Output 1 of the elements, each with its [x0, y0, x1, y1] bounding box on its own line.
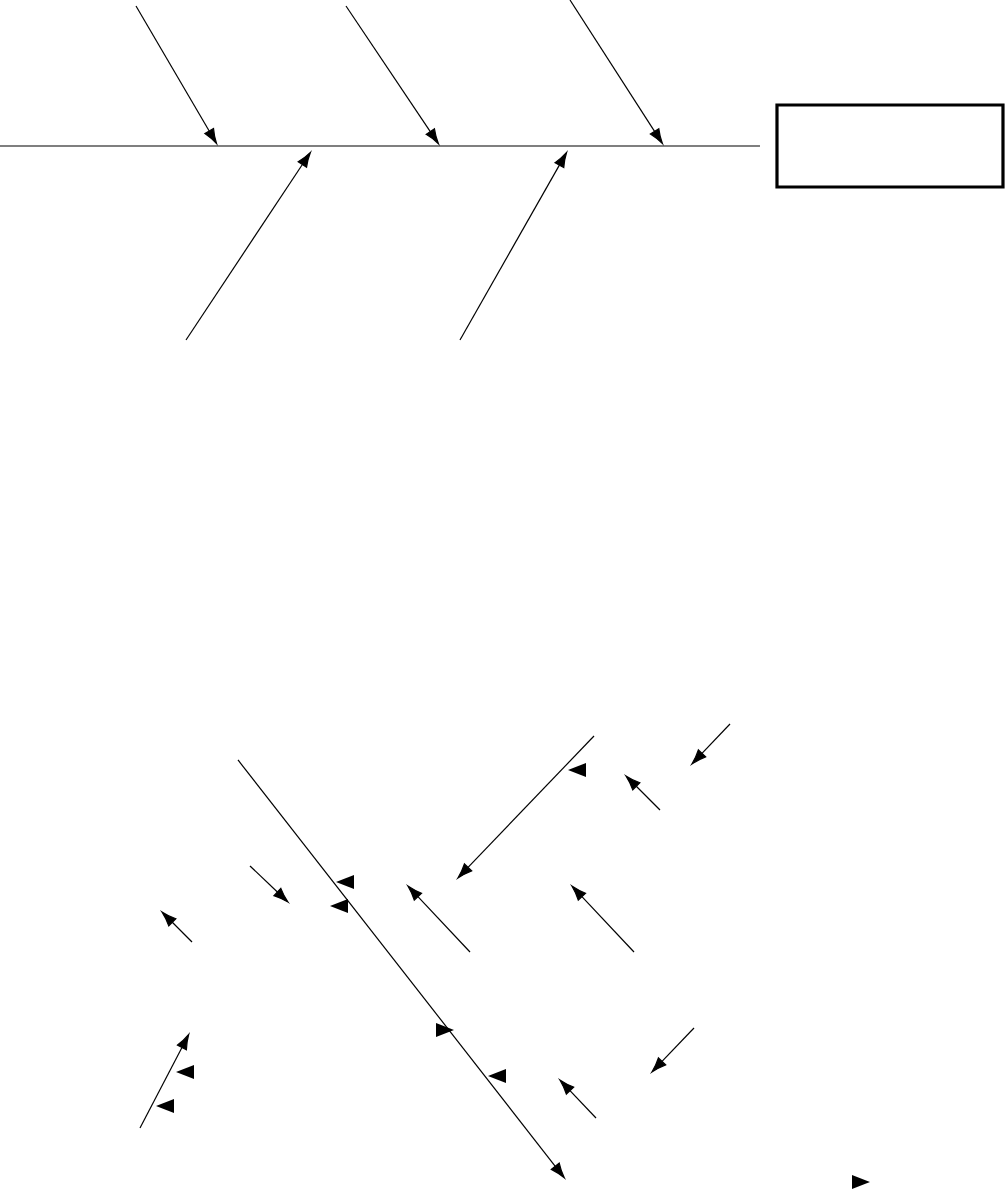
- box: [775, 103, 1005, 189]
